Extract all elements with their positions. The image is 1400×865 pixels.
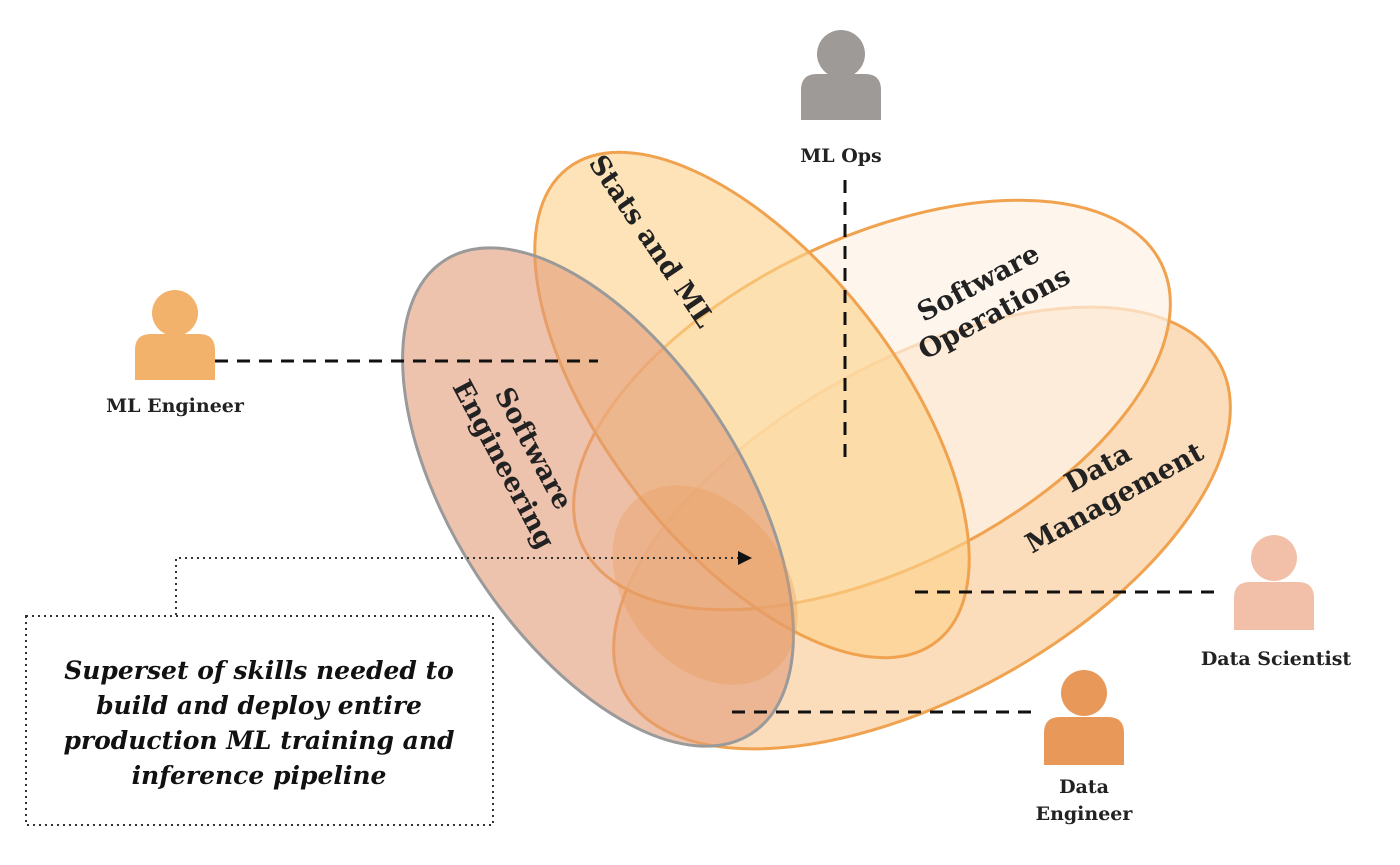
superset-overlap-region [612,485,798,685]
ml-ops-label: ML Ops [800,145,882,167]
callout-text-line-2: build and deploy entire [96,691,422,720]
data-scientist-label: Data Scientist [1201,648,1352,670]
callout-text-line-3: production ML training and [63,726,454,755]
callout-box [25,615,494,826]
callout-pointer-line [175,557,738,615]
ml-engineer-label: ML Engineer [106,395,245,417]
callout-arrow-head-icon [738,551,752,565]
ml-ops-person-icon [801,30,881,120]
data-engineer-person-icon [1044,670,1124,765]
callout-text-line-1: Superset of skills needed to [64,656,454,685]
callout-text-line-4: inference pipeline [132,761,387,790]
data-engineer-label-line-2: Engineer [1036,803,1134,825]
data-engineer-label-line-1: Data [1059,776,1109,798]
software-engineering-ellipse [401,246,795,748]
superset-callout: Superset of skills needed to build and d… [25,551,752,826]
ml-engineer-person-icon [135,290,215,380]
data-scientist-person-icon [1234,535,1314,630]
role-connectors [215,180,1222,714]
